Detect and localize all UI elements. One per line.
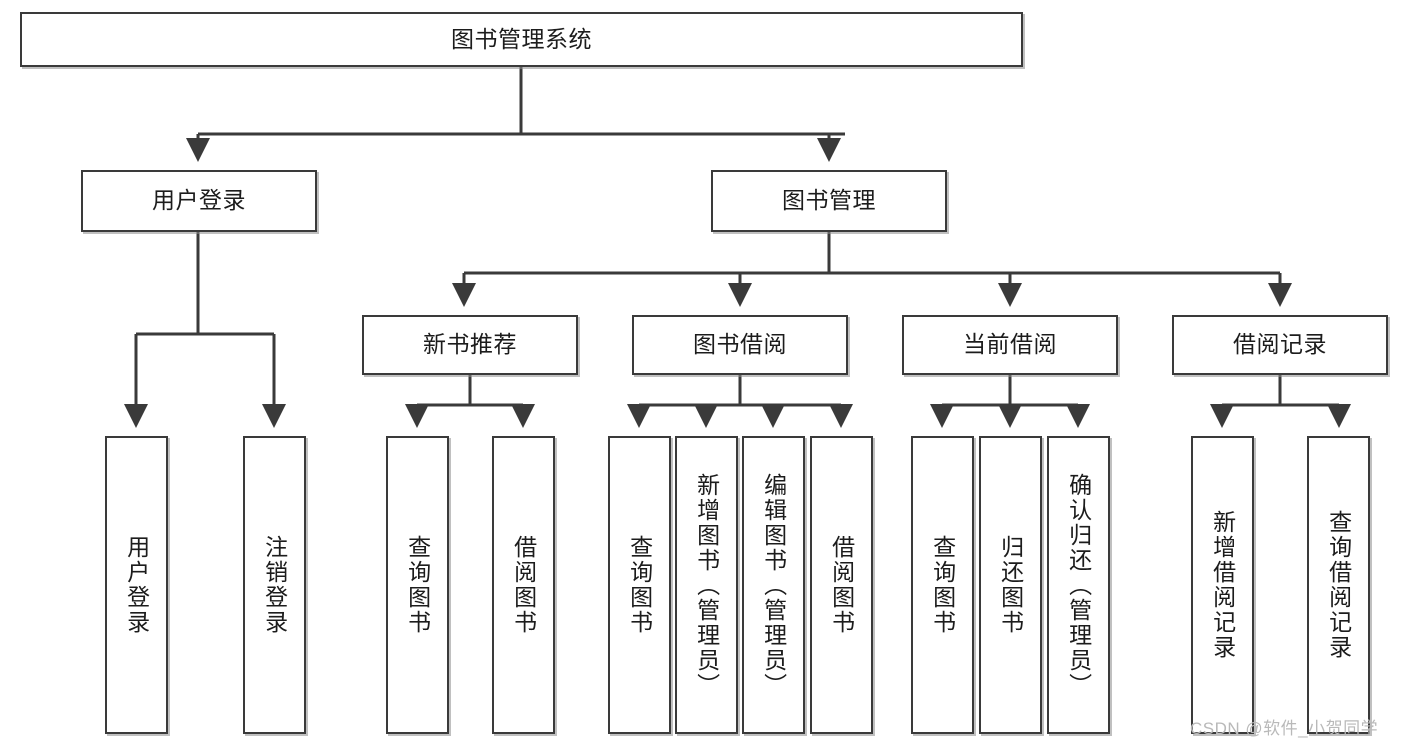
leaf-borrow-book[interactable]: 借阅图书 [810,436,873,734]
leaf-query-book-borrow[interactable]: 查询图书 [608,436,671,734]
node-book-borrow[interactable]: 图书借阅 [632,315,848,375]
node-label: 查询图书 [404,535,431,635]
node-label: 借阅图书 [828,535,855,635]
leaf-confirm-return[interactable]: 确认归还（管理员） [1047,436,1110,734]
node-label: 注销登录 [261,535,288,635]
node-label: 图书管理 [782,187,876,214]
node-new-book-recommend[interactable]: 新书推荐 [362,315,578,375]
node-label: 图书借阅 [693,331,787,358]
node-label: 借阅图书 [510,535,537,635]
leaf-return-book[interactable]: 归还图书 [979,436,1042,734]
leaf-query-borrow-record[interactable]: 查询借阅记录 [1307,436,1370,734]
node-label: 查询图书 [929,535,956,635]
node-label: 当前借阅 [963,331,1057,358]
node-label: 图书管理系统 [451,25,592,52]
leaf-query-book-current[interactable]: 查询图书 [911,436,974,734]
leaf-add-book[interactable]: 新增图书（管理员） [675,436,738,734]
node-label: 新增借阅记录 [1209,510,1236,660]
leaf-logout-login[interactable]: 注销登录 [243,436,306,734]
node-book-management-system[interactable]: 图书管理系统 [20,12,1023,67]
node-user-login[interactable]: 用户登录 [81,170,317,232]
node-label: 编辑图书（管理员） [760,472,787,698]
node-label: 归还图书 [997,535,1024,635]
leaf-borrow-book-recommend[interactable]: 借阅图书 [492,436,555,734]
node-label: 查询图书 [626,535,653,635]
leaf-edit-book[interactable]: 编辑图书（管理员） [742,436,805,734]
node-book-manage[interactable]: 图书管理 [711,170,947,232]
node-label: 查询借阅记录 [1325,510,1352,660]
node-label: 新书推荐 [423,331,517,358]
csdn-watermark: CSDN @软件_小贺同学 [1190,719,1379,738]
node-label: 借阅记录 [1233,331,1327,358]
node-borrow-record[interactable]: 借阅记录 [1172,315,1388,375]
node-label: 确认归还（管理员） [1065,472,1092,698]
leaf-add-borrow-record[interactable]: 新增借阅记录 [1191,436,1254,734]
node-label: 新增图书（管理员） [693,472,720,698]
node-label: 用户登录 [123,535,150,635]
node-current-borrow[interactable]: 当前借阅 [902,315,1118,375]
node-label: 用户登录 [152,187,246,214]
leaf-user-login[interactable]: 用户登录 [105,436,168,734]
leaf-query-book-recommend[interactable]: 查询图书 [386,436,449,734]
